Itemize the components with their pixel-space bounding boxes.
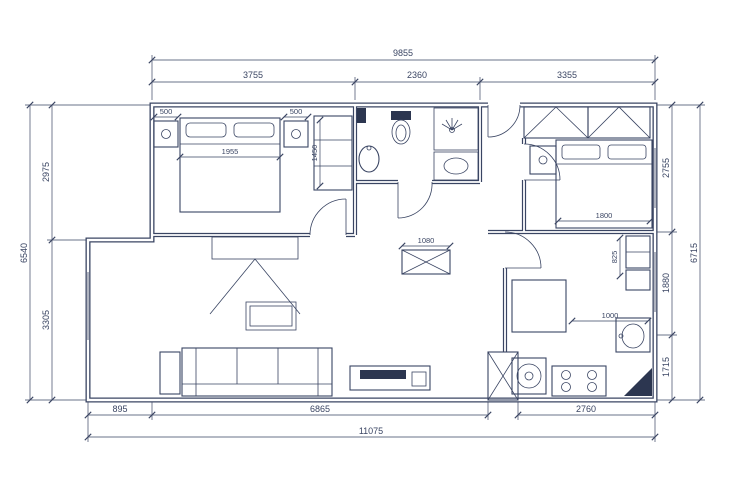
dim-bed2-width: 1800 bbox=[596, 211, 613, 220]
dim-right-seg-1: 2755 bbox=[661, 158, 671, 178]
tv-stand bbox=[349, 365, 431, 391]
toilet-tank bbox=[391, 111, 411, 120]
kitchen-sink-tap bbox=[618, 333, 624, 339]
coffee-table bbox=[245, 301, 297, 331]
dim-left-overall: 6540 bbox=[19, 243, 29, 263]
kitchen-sink-basin bbox=[621, 323, 645, 349]
hall-cabinet bbox=[401, 249, 451, 275]
dim-hall-cabinet-width: 1080 bbox=[418, 236, 435, 245]
shower-enclosure bbox=[433, 107, 479, 151]
washing-machine-drum bbox=[516, 363, 542, 389]
dim-wardrobe-height: 1450 bbox=[310, 145, 319, 162]
dim-right-overall: 6715 bbox=[689, 243, 699, 263]
bathroom-door bbox=[397, 181, 433, 219]
dim-top-seg-2: 2360 bbox=[407, 70, 427, 80]
nightstand-right-lamp bbox=[291, 129, 301, 139]
coffee-table-inner bbox=[249, 305, 293, 327]
sofa-side-table bbox=[159, 351, 181, 395]
exterior-walls bbox=[85, 102, 658, 403]
nightstand-left bbox=[153, 120, 179, 148]
dim-top-seg-3: 3355 bbox=[557, 70, 577, 80]
bathroom-sink-tap bbox=[366, 145, 372, 151]
bed1-pillow-left bbox=[185, 122, 227, 138]
tv bbox=[360, 370, 406, 379]
sofa bbox=[181, 347, 333, 397]
dimension-labels: 9855 3755 2360 3355 6540 2975 3305 2755 … bbox=[19, 48, 699, 436]
closet-left bbox=[523, 106, 589, 139]
bedroom1-door bbox=[309, 198, 347, 236]
closet-left-chevron bbox=[523, 106, 589, 139]
dim-desk-width: 1000 bbox=[602, 311, 619, 320]
dim-bottom-seg-3: 2760 bbox=[576, 404, 596, 414]
dim-right-seg-2: 1880 bbox=[661, 273, 671, 293]
bedroom2-door bbox=[523, 143, 561, 181]
closet-right-chevron bbox=[587, 106, 651, 139]
dim-left-seg-2: 3305 bbox=[41, 310, 51, 330]
nightstand-left-lamp bbox=[161, 129, 171, 139]
dim-bottom-seg-2: 6865 bbox=[310, 404, 330, 414]
nightstand2-lamp bbox=[538, 155, 548, 165]
study-door bbox=[504, 231, 542, 269]
doors bbox=[309, 104, 561, 269]
kitchen-sink-counter bbox=[615, 317, 651, 353]
nightstand-right bbox=[283, 120, 309, 148]
living-room-furniture bbox=[159, 249, 451, 397]
bedroom1-furniture bbox=[153, 115, 353, 315]
dim-bed1-width: 1955 bbox=[222, 147, 239, 156]
bed2-pillow-left bbox=[561, 144, 601, 160]
bed1 bbox=[179, 117, 281, 213]
study-furniture bbox=[511, 235, 651, 333]
dim-bottom-overall: 11075 bbox=[359, 426, 383, 436]
dim-right-seg-3: 1715 bbox=[661, 357, 671, 377]
entry-door bbox=[487, 104, 521, 138]
duct-shaft bbox=[487, 351, 519, 401]
dim-nightstand-left: 500 bbox=[160, 107, 173, 116]
closet-right bbox=[587, 106, 651, 139]
wardrobe1 bbox=[313, 115, 353, 191]
vanity-counter bbox=[433, 151, 479, 181]
nightstand2 bbox=[529, 145, 557, 175]
dim-top-seg-1: 3755 bbox=[243, 70, 263, 80]
dim-cabinet-depth: 825 bbox=[610, 251, 619, 264]
dim-left-seg-1: 2975 bbox=[41, 162, 51, 182]
desk bbox=[511, 279, 567, 333]
washing-machine-drum-inner bbox=[524, 371, 534, 381]
kitchen-fixtures bbox=[487, 317, 652, 401]
washing-machine bbox=[511, 357, 547, 395]
vanity-basin bbox=[443, 157, 469, 175]
dim-nightstand-right: 500 bbox=[290, 107, 303, 116]
dimension-lines bbox=[25, 55, 705, 442]
toilet-bowl bbox=[391, 119, 411, 145]
bed2 bbox=[555, 139, 653, 229]
bathroom-door-leaf bbox=[357, 108, 366, 123]
sofa-details bbox=[182, 348, 332, 396]
toilet-seat bbox=[395, 124, 407, 142]
corner-counter bbox=[624, 368, 652, 396]
bedroom2-furniture bbox=[523, 106, 653, 229]
shower-head-icon bbox=[441, 118, 463, 133]
stove bbox=[551, 365, 607, 397]
dim-bottom-seg-1: 895 bbox=[112, 404, 127, 414]
bed2-pillow-right bbox=[607, 144, 647, 160]
bathroom-fixtures bbox=[357, 107, 479, 181]
study-cabinet-lower bbox=[625, 269, 651, 291]
bed1-pillow-right bbox=[233, 122, 275, 138]
wall-cores bbox=[86, 103, 657, 402]
stove-burners bbox=[561, 370, 597, 392]
media-box bbox=[411, 371, 427, 387]
dim-top-overall: 9855 bbox=[393, 48, 413, 58]
floor-chevron bbox=[209, 258, 301, 315]
dresser bbox=[211, 236, 299, 260]
windows bbox=[87, 148, 656, 340]
